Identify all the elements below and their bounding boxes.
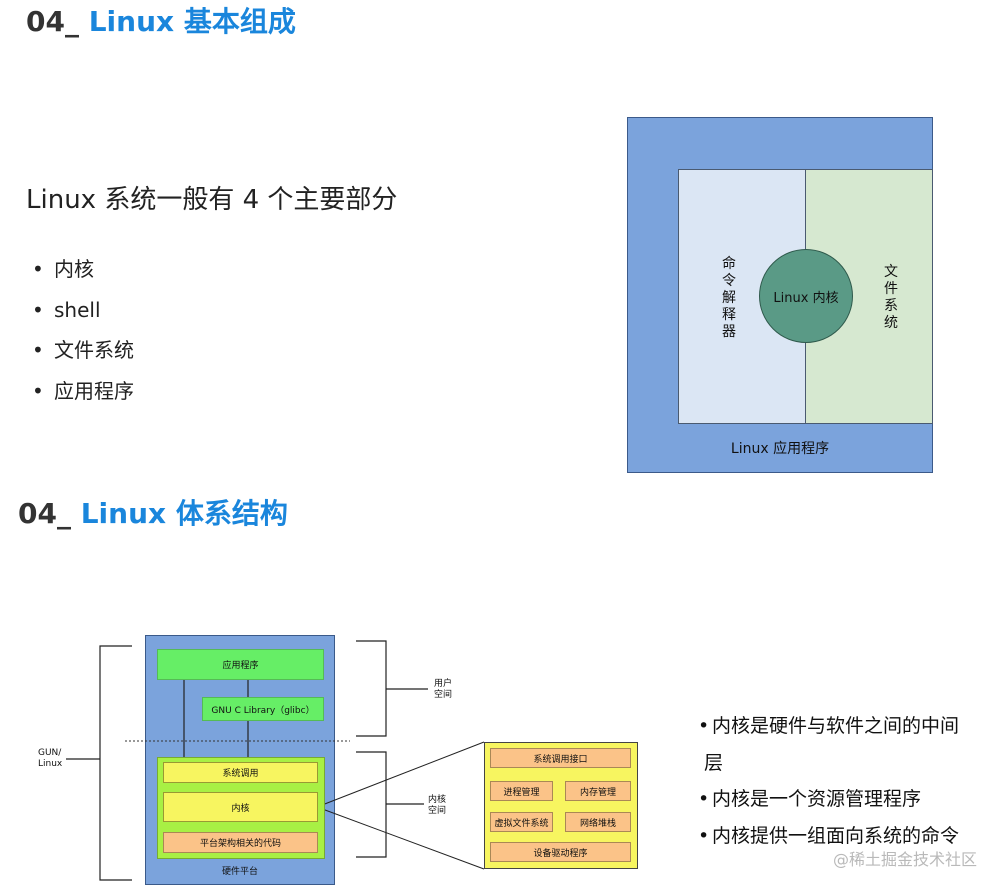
syscall-box: 系统调用 <box>163 762 318 783</box>
kernel-box-label: 内核 <box>231 803 250 814</box>
section1-title: Linux 基本组成 <box>88 5 296 38</box>
syscall-box-label: 系统调用 <box>222 769 259 779</box>
user-space-label-line: 用户 <box>434 679 453 689</box>
process-mgmt-box: 进程管理 <box>490 781 553 801</box>
vfs-box: 虚拟文件系统 <box>490 812 553 832</box>
glibc-box: GNU C Library（glibc） <box>202 697 324 721</box>
kernel-circle: Linux 内核 <box>759 249 853 343</box>
section2-heading: 04_ Linux 体系结构 <box>18 496 288 532</box>
kernel-box: 内核 <box>163 792 318 822</box>
gnu-linux-label: GUN/ Linux <box>38 748 62 770</box>
arch-code-box-label: 平台架构相关的代码 <box>199 839 281 849</box>
section1-heading: 04_ Linux 基本组成 <box>26 4 296 40</box>
vfs-label: 虚拟文件系统 <box>494 818 549 829</box>
glibc-box-label: GNU C Library（glibc） <box>211 705 315 716</box>
user-space-label-line: 空间 <box>434 690 453 700</box>
brand-watermark: @稀土掘金技术社区 <box>832 850 977 869</box>
arch-code-box: 平台架构相关的代码 <box>163 832 318 853</box>
kernel-space-label-line: 内核 <box>428 795 447 805</box>
section2-title: Linux 体系结构 <box>80 497 288 530</box>
kernel-facts-list: 内核是硬件与软件之间的中间 层 内核是一个资源管理程序 内核提供一组面向系统的命… <box>698 708 959 855</box>
kernel-fact-text: 层 <box>704 751 724 774</box>
gnu-linux-label-line: Linux <box>38 759 63 769</box>
device-drivers-box: 设备驱动程序 <box>490 842 631 862</box>
section1-number: 04_ <box>26 5 79 38</box>
kernel-fact-item: 内核提供一组面向系统的命令 <box>698 818 959 855</box>
network-stack-label: 网络堆栈 <box>579 818 616 829</box>
component-list: 内核 shell 文件系统 应用程序 <box>26 249 134 411</box>
memory-mgmt-box: 内存管理 <box>565 781 631 801</box>
section1-subtitle: Linux 系统一般有 4 个主要部分 <box>26 185 398 215</box>
component-item: shell <box>26 290 134 331</box>
kernel-space-label-line: 空间 <box>428 806 447 816</box>
kernel-fact-text: 内核是硬件与软件之间的中间 <box>712 715 960 737</box>
component-item: 内核 <box>26 249 134 290</box>
syscall-interface-label: 系统调用接口 <box>533 754 588 765</box>
user-space-label: 用户 空间 <box>434 679 452 701</box>
kernel-fact-text: 内核是一个资源管理程序 <box>712 788 922 811</box>
component-item: 文件系统 <box>26 330 134 371</box>
hardware-label: 硬件平台 <box>221 867 258 877</box>
device-drivers-label: 设备驱动程序 <box>533 848 588 859</box>
syscall-interface-box: 系统调用接口 <box>490 748 631 768</box>
shell-label: 命令解释器 <box>722 256 736 340</box>
app-box-label: 应用程序 <box>222 661 259 671</box>
kernel-circle-label: Linux 内核 <box>773 290 839 306</box>
section2-number: 04_ <box>18 497 71 530</box>
process-mgmt-label: 进程管理 <box>503 787 540 798</box>
kernel-fact-continuation: 层 <box>698 745 959 782</box>
kernel-fact-item: 内核是一个资源管理程序 <box>698 781 959 818</box>
applications-label: Linux 应用程序 <box>730 441 830 457</box>
gnu-linux-label-line: GUN/ <box>38 748 62 758</box>
component-item: 应用程序 <box>26 371 134 412</box>
kernel-space-label: 内核 空间 <box>428 795 446 817</box>
memory-mgmt-label: 内存管理 <box>579 787 616 798</box>
kernel-fact-text: 内核提供一组面向系统的命令 <box>712 825 960 848</box>
filesystem-label: 文件系统 <box>884 264 898 331</box>
network-stack-box: 网络堆栈 <box>565 812 631 832</box>
kernel-fact-item: 内核是硬件与软件之间的中间 <box>698 708 959 745</box>
app-box: 应用程序 <box>157 649 324 680</box>
